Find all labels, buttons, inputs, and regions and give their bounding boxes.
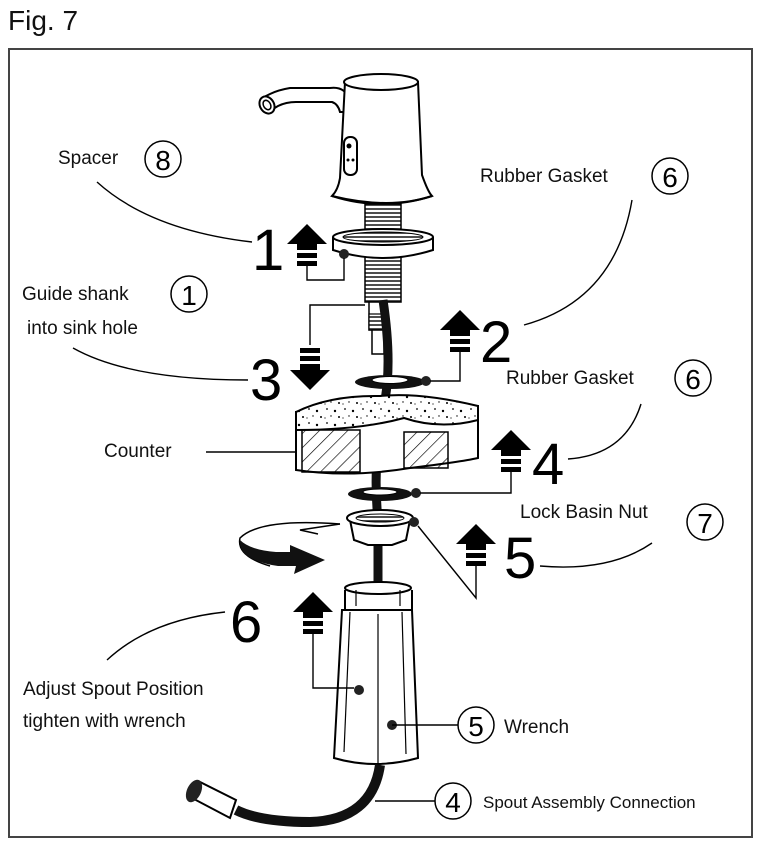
wrench-tool [332, 581, 420, 765]
step-number-4: 4 [532, 432, 564, 497]
dispenser-head [258, 73, 434, 205]
callout-number-guide-shank: 1 [181, 280, 197, 311]
label-counter: Counter [104, 441, 172, 462]
label-adjust-spout-line1: Adjust Spout Position [23, 679, 204, 700]
label-wrench: Wrench [504, 717, 569, 738]
step-number-1: 1 [252, 218, 284, 283]
spout-connection-hose [185, 764, 385, 828]
spacer-ring [332, 228, 434, 259]
step-number-6: 6 [230, 590, 262, 655]
sensor-window [343, 136, 358, 176]
label-guide-shank-line2: into sink hole [27, 318, 138, 339]
label-rubber-gasket-mid: Rubber Gasket [506, 368, 635, 389]
label-spacer: Spacer [58, 148, 119, 169]
label-lock-basin-nut: Lock Basin Nut [520, 502, 649, 523]
label-adjust-spout-line2: tighten with wrench [23, 711, 186, 732]
callout-number-spout-assembly: 4 [445, 787, 461, 818]
figure-title: Fig. 7 [8, 5, 79, 36]
callout-number-wrench: 5 [468, 711, 484, 742]
label-spout-assembly: Spout Assembly Connection [483, 793, 696, 812]
rubber-gasket-top [355, 375, 431, 389]
callout-number-lock-basin-nut: 7 [697, 508, 713, 539]
callout-number-rubber-gasket-top: 6 [662, 162, 678, 193]
label-guide-shank-line1: Guide shank [22, 284, 129, 305]
label-rubber-gasket-top: Rubber Gasket [480, 166, 609, 187]
clockwise-rotation-arrow-icon [238, 521, 341, 574]
rubber-gasket-bottom [348, 487, 421, 501]
step-number-2: 2 [480, 310, 512, 375]
diagram-frame [8, 48, 753, 838]
step-number-3: 3 [250, 348, 282, 413]
callout-number-rubber-gasket-mid: 6 [685, 364, 701, 395]
step-number-5: 5 [504, 526, 536, 591]
callout-number-spacer: 8 [155, 145, 171, 176]
lock-basin-nut [346, 509, 419, 546]
counter-block [295, 394, 479, 475]
